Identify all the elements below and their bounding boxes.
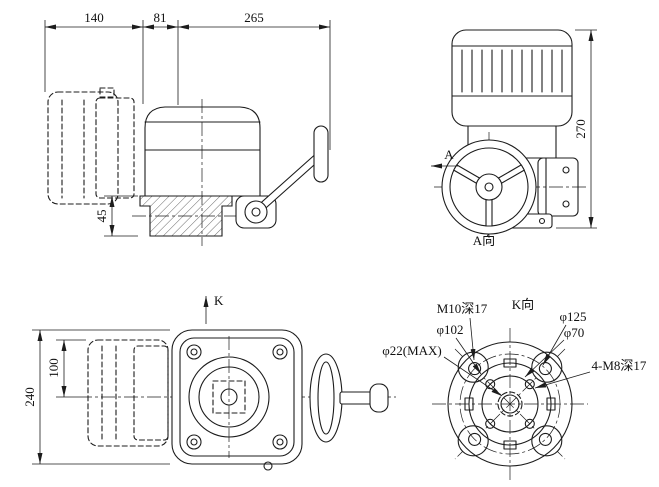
center-bore-22 <box>500 394 520 414</box>
label-d102: φ102 <box>436 322 463 337</box>
crank-handle <box>235 125 329 229</box>
section-arrow-k-label: K <box>214 293 224 308</box>
flange-view-caption: K向 <box>512 297 534 312</box>
section-arrow-k: K <box>203 293 224 324</box>
dim-label-270: 270 <box>573 119 588 139</box>
label-m10: M10深17 <box>437 301 488 316</box>
label-m8: 4-M8深17 <box>592 358 647 373</box>
center-bore-max <box>497 391 523 417</box>
flange-view: M10深17 K向 φ125 φ102 φ70 φ22(MAX) 4-M8深17 <box>382 297 647 480</box>
actuator-body <box>144 99 261 246</box>
crank-grip <box>369 383 389 413</box>
flange-outer-circle <box>447 341 573 467</box>
dim-label-45: 45 <box>94 210 109 223</box>
plan-view: K <box>22 293 396 471</box>
handwheel-hub <box>475 173 503 201</box>
plan-view-dimensions: 100 240 <box>22 329 170 465</box>
front-view: 270 A A向 <box>431 29 597 248</box>
dim-label-240: 240 <box>22 387 37 407</box>
front-view-dimensions: 270 <box>556 29 597 229</box>
dim-label-81: 81 <box>154 10 167 25</box>
side-view: 140 81 265 45 <box>44 10 331 246</box>
crank-shaft <box>339 391 373 405</box>
motor-outline <box>47 87 135 205</box>
flange-centerlines <box>432 328 588 480</box>
label-d22: φ22(MAX) <box>382 343 442 358</box>
grease-fitting <box>263 461 273 471</box>
crank-grip <box>313 125 329 183</box>
dim-label-265: 265 <box>244 10 264 25</box>
m8-holes <box>485 379 535 429</box>
bolt-circle-125 <box>459 353 561 455</box>
key-slots <box>464 358 556 450</box>
circle-102 <box>468 362 552 446</box>
section-arrow-a: A <box>431 147 458 169</box>
flange-labels: M10深17 K向 φ125 φ102 φ70 φ22(MAX) 4-M8深17 <box>382 297 647 397</box>
housing <box>451 29 573 127</box>
plan-body <box>171 329 303 471</box>
dim-label-100: 100 <box>46 358 61 378</box>
corner-screws <box>186 344 288 450</box>
side-view-dimensions: 140 81 265 45 <box>44 10 331 237</box>
dim-label-140: 140 <box>84 10 104 25</box>
plan-motor-outline <box>87 339 169 447</box>
circle-70 <box>481 375 539 433</box>
handwheel <box>434 132 586 242</box>
section-arrow-a-label: A <box>444 147 454 162</box>
plan-handwheel <box>309 353 389 443</box>
gear-housing <box>132 195 240 237</box>
crank-pivot <box>244 200 268 224</box>
front-view-caption: A向 <box>473 233 495 248</box>
cooling-fins <box>461 49 563 93</box>
label-d125: φ125 <box>559 309 586 324</box>
label-d70: φ70 <box>564 325 585 340</box>
